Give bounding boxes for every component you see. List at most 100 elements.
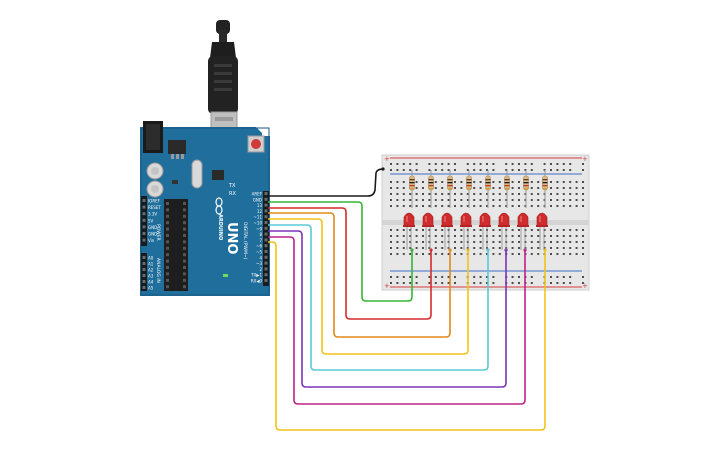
led-red[interactable]	[441, 212, 453, 250]
resistor[interactable]	[523, 170, 529, 208]
wire-pin10[interactable]	[268, 218, 469, 355]
power-pin-label: 3.3V	[148, 212, 157, 217]
usb-cable[interactable]	[208, 20, 238, 139]
digital-pin[interactable]	[264, 250, 268, 253]
digital-pin-label: TX▶1	[250, 273, 262, 278]
rx-label: RX	[229, 191, 236, 197]
resistor[interactable]	[428, 170, 434, 208]
digital-pin[interactable]	[264, 261, 268, 265]
digital-pin[interactable]	[264, 273, 268, 277]
resistor[interactable]	[485, 170, 491, 208]
crystal-oscillator	[191, 159, 203, 189]
digital-pin[interactable]	[264, 244, 268, 248]
power-pin-label: RESET	[148, 205, 161, 210]
power-pin[interactable]	[142, 199, 146, 202]
digital-pin[interactable]	[264, 215, 268, 219]
power-pin[interactable]	[142, 205, 146, 209]
resistor[interactable]	[504, 170, 510, 208]
digital-pin-label: RX◀0	[251, 279, 263, 284]
digital-pin-label: ~10	[254, 221, 263, 226]
rail-plus-symbol: +	[384, 282, 390, 290]
wire-pin8[interactable]	[268, 230, 507, 388]
wire-pin11[interactable]	[268, 212, 451, 338]
power-pin-label: 5V	[148, 218, 154, 223]
resistor[interactable]	[447, 170, 453, 208]
wire-pin7[interactable]	[268, 236, 526, 405]
reset-button[interactable]	[247, 135, 265, 153]
digital-pin[interactable]	[264, 279, 268, 282]
analog-pin-label: A2	[148, 268, 154, 273]
power-pin-label: IOREF	[148, 199, 161, 204]
digital-pin-label: AREF	[252, 192, 263, 197]
uno-logo-text: UNO	[224, 222, 239, 255]
arduino-infinity-logo	[215, 197, 223, 215]
analog-pin[interactable]	[142, 280, 146, 283]
digital-pin-label: ~3	[256, 261, 262, 266]
analog-pin-label: A0	[148, 256, 154, 261]
digital-pin-label: ~11	[254, 215, 263, 220]
digital-pin[interactable]	[264, 226, 268, 230]
digital-pin-label: GND	[253, 197, 262, 202]
power-header-label: POWER	[155, 224, 161, 241]
resistor[interactable]	[542, 170, 548, 208]
led-red[interactable]	[479, 212, 491, 250]
digital-pin-label: ~9	[256, 226, 262, 231]
digital-pin[interactable]	[264, 267, 268, 271]
power-pin[interactable]	[142, 238, 146, 242]
analog-pin-label: A3	[148, 274, 154, 279]
digital-pin-label: 13	[257, 203, 263, 208]
wire-gnd[interactable]	[268, 168, 384, 197]
led-red[interactable]	[498, 212, 510, 250]
digital-pin-label: 2	[259, 267, 262, 272]
wire-pin6[interactable]	[268, 241, 546, 431]
wires[interactable]	[268, 167, 547, 431]
analog-pin[interactable]	[142, 268, 146, 271]
resistors[interactable]	[409, 170, 548, 208]
digital-pin[interactable]	[264, 232, 268, 236]
analog-pin[interactable]	[142, 286, 146, 289]
led-red[interactable]	[422, 212, 434, 250]
digital-pin-label: 12	[257, 209, 263, 214]
led-red[interactable]	[536, 212, 548, 250]
rail-plus-symbol: +	[384, 155, 390, 163]
power-pin[interactable]	[142, 225, 146, 229]
atmega-chip	[164, 199, 188, 291]
analog-pin[interactable]	[142, 262, 146, 265]
digital-pin-label: 8	[259, 232, 262, 237]
led-red[interactable]	[403, 212, 415, 250]
rail-plus-symbol: +	[582, 155, 588, 163]
digital-pin-label: 7	[259, 238, 262, 243]
digital-pin-label: ~5	[256, 250, 262, 255]
digital-pin-label: 4	[259, 255, 262, 260]
analog-pin-label: A5	[148, 286, 154, 291]
arduino-brand-text: ARDUINO	[217, 214, 223, 240]
power-pin-label: Vin	[148, 238, 155, 243]
digital-pin[interactable]	[264, 197, 268, 201]
power-pin[interactable]	[142, 212, 146, 216]
digital-pin[interactable]	[264, 203, 268, 207]
power-pin[interactable]	[142, 218, 146, 222]
wire-pin9[interactable]	[268, 224, 489, 371]
digital-pin[interactable]	[264, 209, 268, 213]
analog-pin[interactable]	[142, 274, 146, 277]
led-red[interactable]	[460, 212, 472, 250]
resistor[interactable]	[409, 170, 415, 208]
digital-pin-label: ~6	[256, 244, 262, 249]
analog-pin-label: A4	[148, 280, 154, 285]
resistor[interactable]	[466, 170, 472, 208]
analog-pin[interactable]	[142, 256, 146, 259]
digital-pin[interactable]	[264, 238, 268, 242]
led-red[interactable]	[517, 212, 529, 250]
power-pin[interactable]	[142, 232, 146, 235]
wire-pin13[interactable]	[268, 201, 413, 302]
digital-pin[interactable]	[264, 221, 268, 224]
wire-pin12[interactable]	[268, 207, 432, 320]
wire-gnd-end	[381, 167, 385, 171]
digital-pin[interactable]	[264, 192, 268, 195]
power-pin-label: GND	[148, 232, 157, 237]
digital-pin[interactable]	[264, 255, 268, 259]
voltage-regulator	[168, 140, 186, 154]
leds[interactable]	[403, 212, 548, 250]
